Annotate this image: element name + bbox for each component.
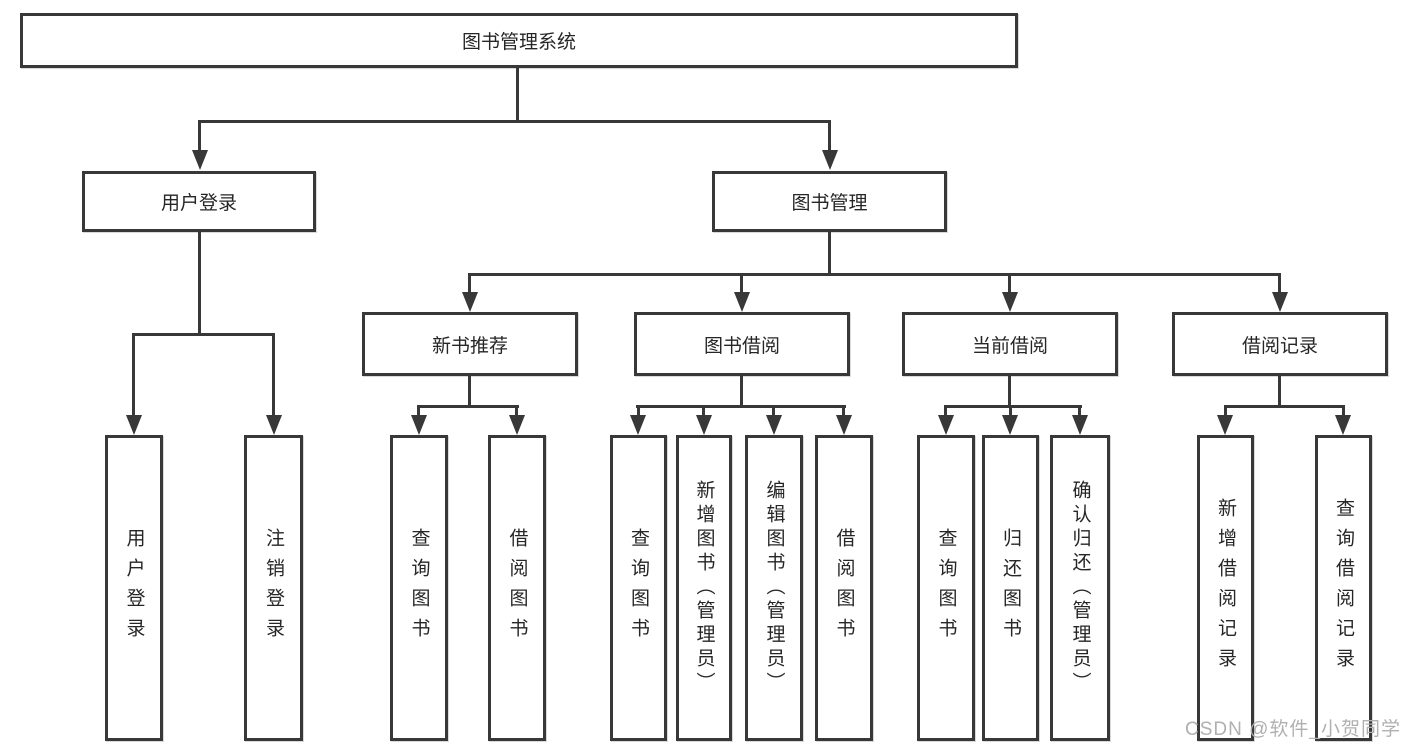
arrow-down-icon — [1217, 415, 1233, 435]
node-book-borrowing: 图书借阅 — [634, 312, 850, 376]
connector-stem — [132, 333, 135, 415]
connector-stem — [637, 405, 640, 417]
connector-stem — [828, 120, 831, 150]
leaf-user-login-label: 用户登录 — [123, 528, 145, 648]
arrow-down-icon — [509, 415, 525, 435]
arrow-down-icon — [1272, 292, 1288, 312]
connector-vline — [1008, 376, 1011, 408]
connector-stem — [468, 273, 471, 293]
connector-vline — [828, 232, 831, 276]
connector-stem — [515, 405, 518, 417]
arrow-down-icon — [630, 415, 646, 435]
leaf-user-login: 用户登录 — [105, 435, 163, 741]
arrow-down-icon — [411, 415, 427, 435]
leaf-borrow-books-recommend-label: 借阅图书 — [506, 528, 528, 648]
connector-hline — [417, 405, 519, 408]
arrow-down-icon — [126, 415, 142, 435]
node-book-management-label: 图书管理 — [791, 193, 868, 214]
leaf-logout: 注销登录 — [244, 435, 303, 741]
leaf-query-borrow-record: 查询借阅记录 — [1315, 435, 1372, 741]
connector-stem — [1009, 405, 1012, 417]
leaf-confirm-return-admin: 确认归还（管理员） — [1050, 435, 1110, 741]
leaf-query-books-borrowing-label: 查询图书 — [628, 528, 649, 648]
arrow-down-icon — [462, 292, 478, 312]
leaf-query-books-recommend-label: 查询图书 — [408, 528, 430, 648]
connector-stem — [944, 405, 947, 417]
leaf-add-book-admin-label: 新增图书（管理员） — [693, 480, 715, 696]
node-current-borrowing: 当前借阅 — [902, 312, 1118, 376]
connector-hline — [468, 273, 1281, 276]
connector-stem — [272, 333, 275, 415]
node-root-label: 图书管理系统 — [461, 32, 576, 53]
connector-stem — [842, 405, 845, 417]
connector-hline — [132, 333, 275, 336]
leaf-query-books-current-label: 查询图书 — [935, 528, 957, 648]
arrow-down-icon — [266, 415, 282, 435]
node-root: 图书管理系统 — [20, 13, 1018, 68]
connector-hline — [198, 120, 831, 123]
leaf-return-books: 归还图书 — [982, 435, 1039, 741]
connector-vline — [198, 232, 201, 335]
leaf-edit-book-admin: 编辑图书（管理员） — [745, 435, 803, 741]
connector-hline — [636, 405, 846, 408]
connector-hline — [944, 405, 1082, 408]
arrow-down-icon — [836, 415, 852, 435]
connector-stem — [1224, 405, 1227, 417]
leaf-query-books-current: 查询图书 — [917, 435, 975, 741]
leaf-borrow-books-borrowing: 借阅图书 — [815, 435, 873, 741]
connector-vline — [516, 68, 519, 120]
leaf-add-borrow-record: 新增借阅记录 — [1197, 435, 1254, 741]
node-new-book-recommend: 新书推荐 — [362, 312, 578, 376]
node-borrowing-records: 借阅记录 — [1172, 312, 1388, 376]
node-user-login-label: 用户登录 — [160, 193, 237, 214]
node-user-login: 用户登录 — [82, 171, 316, 232]
leaf-confirm-return-admin-label: 确认归还（管理员） — [1069, 480, 1091, 696]
csdn-watermark: CSDN @软件_小贺同学 — [1185, 719, 1401, 740]
leaf-logout-label: 注销登录 — [263, 528, 284, 648]
node-new-book-recommend-label: 新书推荐 — [431, 335, 508, 357]
arrow-down-icon — [1335, 415, 1351, 435]
node-current-borrowing-label: 当前借阅 — [971, 335, 1048, 357]
connector-vline — [740, 376, 743, 408]
node-book-borrowing-label: 图书借阅 — [703, 335, 780, 357]
connector-vline — [468, 376, 471, 408]
connector-hline — [1224, 405, 1345, 408]
leaf-return-books-label: 归还图书 — [1000, 528, 1021, 648]
arrow-down-icon — [1002, 292, 1018, 312]
leaf-borrow-books-recommend: 借阅图书 — [488, 435, 546, 741]
connector-stem — [702, 405, 705, 417]
connector-stem — [1278, 273, 1281, 293]
connector-stem — [198, 120, 201, 150]
leaf-edit-book-admin-label: 编辑图书（管理员） — [763, 480, 785, 696]
connector-stem — [740, 273, 743, 293]
connector-stem — [1078, 405, 1081, 417]
arrow-down-icon — [1002, 415, 1018, 435]
leaf-query-books-recommend: 查询图书 — [390, 435, 448, 741]
connector-stem — [1008, 273, 1011, 293]
connector-vline — [1278, 376, 1281, 408]
leaf-add-book-admin: 新增图书（管理员） — [676, 435, 732, 741]
arrow-down-icon — [734, 292, 750, 312]
arrow-down-icon — [938, 415, 954, 435]
connector-stem — [1342, 405, 1345, 417]
node-borrowing-records-label: 借阅记录 — [1241, 335, 1318, 357]
arrow-down-icon — [696, 415, 712, 435]
leaf-query-borrow-record-label: 查询借阅记录 — [1333, 498, 1354, 678]
leaf-add-borrow-record-label: 新增借阅记录 — [1215, 498, 1236, 678]
connector-stem — [417, 405, 420, 417]
leaf-query-books-borrowing: 查询图书 — [610, 435, 667, 741]
connector-stem — [772, 405, 775, 417]
arrow-down-icon — [822, 150, 838, 170]
arrow-down-icon — [1072, 415, 1088, 435]
arrow-down-icon — [766, 415, 782, 435]
node-book-management: 图书管理 — [712, 171, 947, 232]
leaf-borrow-books-borrowing-label: 借阅图书 — [833, 528, 855, 648]
arrow-down-icon — [192, 150, 208, 170]
